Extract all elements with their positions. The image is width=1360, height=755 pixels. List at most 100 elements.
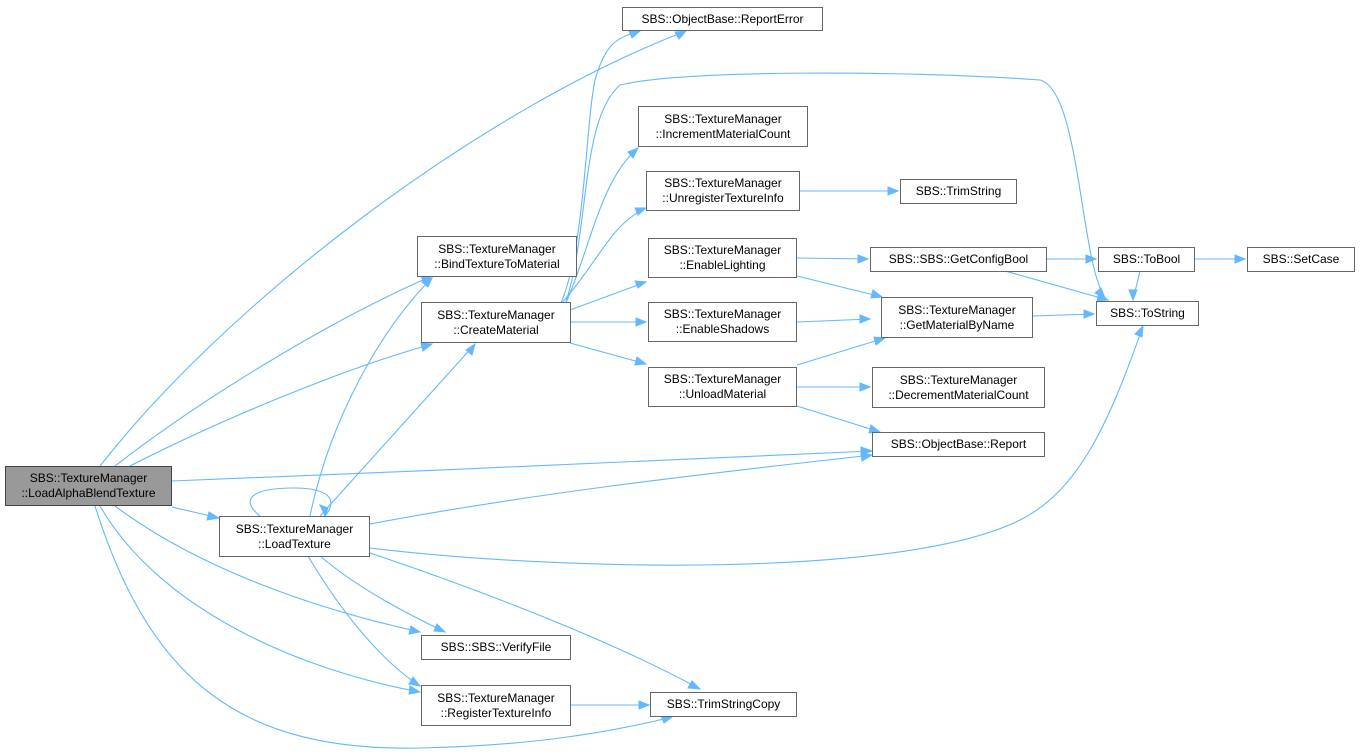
arrowhead	[420, 342, 434, 352]
node-label: SBS::TextureManager	[663, 307, 782, 321]
node-label: SBS::TextureManager	[438, 241, 556, 256]
edge-loadalpha-report	[171, 450, 873, 482]
node-label: SBS::TextureManager	[899, 372, 1018, 387]
edge-loadalpha-bind	[114, 275, 433, 467]
arrowhead	[687, 680, 702, 690]
arrowhead	[887, 186, 900, 196]
node-verify-file[interactable]: SBS::SBS::VerifyFile	[421, 635, 571, 660]
node-label: SBS::TextureManager	[663, 243, 782, 257]
edge-loadtexture-register	[307, 555, 421, 687]
arrowhead	[408, 625, 422, 635]
node-set-case[interactable]: SBS::SetCase	[1247, 247, 1355, 272]
arrowhead	[1085, 254, 1098, 264]
edge-create-tostring	[564, 72, 1106, 306]
node-to-bool[interactable]: SBS::ToBool	[1098, 247, 1195, 272]
arrowhead	[634, 280, 648, 289]
edge-create-increment	[564, 147, 639, 306]
node-label: ::DecrementMaterialCount	[888, 387, 1029, 402]
arrowhead	[1234, 254, 1247, 264]
node-label: SBS::TextureManager	[664, 176, 782, 190]
node-label: ::EnableLighting	[679, 258, 766, 272]
edge-lighting-getmat	[796, 275, 883, 298]
arrowhead	[421, 277, 433, 288]
node-label: SBS::SBS::VerifyFile	[440, 640, 552, 654]
edge-loadtexture-verify	[319, 555, 446, 633]
arrowhead	[1096, 292, 1110, 302]
arrowhead	[1134, 324, 1144, 338]
arrowhead	[634, 207, 648, 216]
arrowhead	[859, 382, 872, 392]
edge-create-lighting	[569, 281, 647, 311]
arrowhead	[638, 700, 651, 710]
arrowhead	[206, 511, 221, 521]
edge-loadalpha-trimcopy	[94, 505, 673, 749]
arrowhead	[870, 289, 884, 299]
edge-loadtexture-trimcopy	[369, 552, 701, 690]
arrowhead	[465, 342, 476, 356]
node-label: SBS::TextureManager	[437, 690, 555, 705]
arrowhead	[660, 715, 674, 724]
node-label: ::LoadTexture	[258, 536, 331, 551]
arrowhead	[408, 676, 422, 687]
node-report[interactable]: SBS::ObjectBase::Report	[872, 432, 1045, 457]
arrowhead	[408, 685, 422, 695]
node-label: SBS::TextureManager	[437, 307, 555, 322]
node-trim-string[interactable]: SBS::TrimString	[900, 179, 1017, 204]
arrowhead	[857, 254, 870, 264]
node-report-error[interactable]: SBS::ObjectBase::ReportError	[622, 7, 823, 31]
edge-shadows-getmat	[796, 318, 871, 323]
arrowhead	[674, 30, 688, 40]
edge-loadalpha-register	[99, 505, 421, 693]
node-load-texture[interactable]: SBS::TextureManager ::LoadTexture	[219, 516, 370, 557]
arrowhead	[627, 147, 640, 159]
node-enable-shadows[interactable]: SBS::TextureManager ::EnableShadows	[648, 302, 797, 342]
arrowhead	[433, 623, 447, 633]
node-increment-material-count[interactable]: SBS::TextureManager ::IncrementMaterialC…	[638, 106, 808, 147]
node-label: ::UnregisterTextureInfo	[662, 191, 784, 205]
node-label: SBS::ToString	[1110, 306, 1185, 320]
node-label: ::BindTextureToMaterial	[434, 256, 560, 271]
node-trim-string-copy[interactable]: SBS::TrimStringCopy	[650, 692, 797, 717]
node-label: SBS::TextureManager	[664, 111, 782, 126]
node-decrement-material-count[interactable]: SBS::TextureManager ::DecrementMaterialC…	[872, 367, 1045, 408]
edge-loadtexture-bind	[309, 277, 433, 517]
edge-getconfig-tostring	[1004, 270, 1109, 301]
node-unregister-texture-info[interactable]: SBS::TextureManager ::UnregisterTextureI…	[646, 171, 800, 211]
node-to-string[interactable]: SBS::ToString	[1096, 301, 1199, 326]
arrowhead	[859, 314, 872, 324]
node-label: ::LoadAlphaBlendTexture	[21, 486, 156, 500]
edge-loadalpha-reporterror	[99, 30, 687, 467]
node-get-config-bool[interactable]: SBS::SBS::GetConfigBool	[870, 247, 1047, 272]
node-get-material-by-name[interactable]: SBS::TextureManager ::GetMaterialByName	[881, 297, 1033, 338]
node-label: SBS::ObjectBase::ReportError	[641, 11, 804, 26]
node-label: ::UnloadMaterial	[678, 387, 767, 401]
edge-loadtexture-report	[369, 454, 873, 525]
node-label: SBS::TextureManager	[29, 471, 148, 485]
node-create-material[interactable]: SBS::TextureManager ::CreateMaterial	[421, 302, 571, 343]
arrowhead	[319, 504, 329, 518]
node-label: SBS::ObjectBase::Report	[890, 437, 1027, 451]
call-edges	[94, 30, 1247, 749]
arrowhead	[860, 452, 874, 462]
arrowhead	[873, 336, 887, 346]
node-label: ::GetMaterialByName	[899, 317, 1015, 332]
node-label: SBS::ToBool	[1112, 252, 1181, 266]
arrowhead	[634, 356, 648, 366]
arrowhead	[628, 30, 642, 39]
node-label: ::RegisterTextureInfo	[440, 705, 552, 720]
node-unload-material[interactable]: SBS::TextureManager ::UnloadMaterial	[648, 367, 797, 407]
node-label: SBS::TextureManager	[235, 521, 354, 536]
node-enable-lighting[interactable]: SBS::TextureManager ::EnableLighting	[648, 238, 797, 278]
edge-loadalpha-create	[129, 343, 433, 467]
node-label: ::CreateMaterial	[453, 322, 539, 337]
node-label: SBS::TrimStringCopy	[666, 697, 781, 711]
node-label: ::IncrementMaterialCount	[655, 126, 791, 141]
node-label: ::EnableShadows	[675, 322, 770, 336]
node-register-texture-info[interactable]: SBS::TextureManager ::RegisterTextureInf…	[421, 685, 571, 726]
arrowhead	[1128, 289, 1138, 302]
node-label: SBS::TrimString	[915, 184, 1002, 198]
node-bind-texture-to-material[interactable]: SBS::TextureManager ::BindTextureToMater…	[417, 236, 577, 277]
node-label: SBS::TextureManager	[663, 372, 782, 386]
edge-unload-getmat	[796, 337, 886, 366]
